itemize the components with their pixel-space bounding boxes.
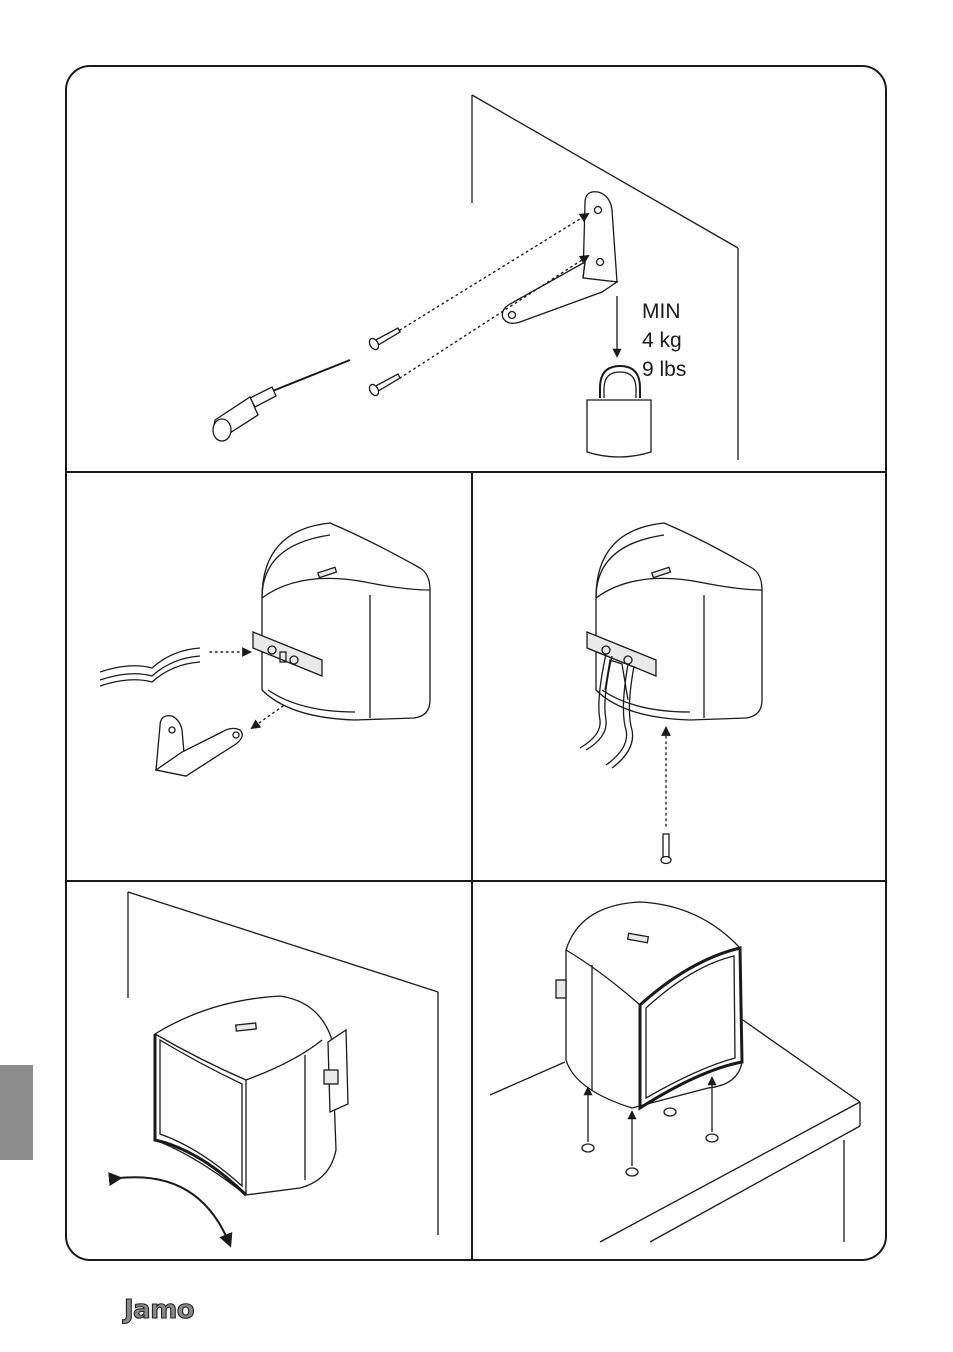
speaker-front-view xyxy=(155,996,348,1195)
screwdriver-icon xyxy=(213,360,350,441)
speaker-back-view xyxy=(587,523,762,720)
weight-label-lbs: 9 lbs xyxy=(642,358,686,381)
min-weight-label: MIN 4 kg 9 lbs xyxy=(642,300,686,381)
wall-bracket xyxy=(502,192,617,324)
screw-guide-arrow xyxy=(400,256,588,378)
step2-speaker-bracket-panel xyxy=(100,523,430,776)
screw-guide-arrow xyxy=(400,214,588,330)
foot-pad-icon xyxy=(626,1168,638,1176)
step1-bracket-mounting-panel: MIN 4 kg 9 lbs xyxy=(213,95,738,460)
step4-wall-tilt-panel xyxy=(120,892,438,1245)
foot-pad-icon xyxy=(582,1144,594,1152)
weight-label-min: MIN xyxy=(642,300,681,323)
loose-bracket xyxy=(156,716,242,776)
speaker-front-view xyxy=(556,902,742,1108)
screw-icon xyxy=(368,328,400,351)
step3-screw-bracket-panel xyxy=(580,523,762,864)
tilt-arrow-icon xyxy=(120,1177,230,1245)
screw-icon xyxy=(661,834,671,864)
bracket-attach-arrow xyxy=(252,706,283,728)
foot-pad-icon xyxy=(706,1134,718,1142)
weight-label-kg: 4 kg xyxy=(642,329,682,352)
speaker-wire-icon xyxy=(100,648,200,686)
brand-logo: Jamo xyxy=(122,1295,194,1325)
speaker-back-view xyxy=(253,523,430,720)
foot-pad-icon xyxy=(664,1108,676,1116)
screw-icon xyxy=(368,374,400,397)
side-tab xyxy=(0,1065,33,1160)
step5-shelf-feet-panel xyxy=(490,902,860,1242)
